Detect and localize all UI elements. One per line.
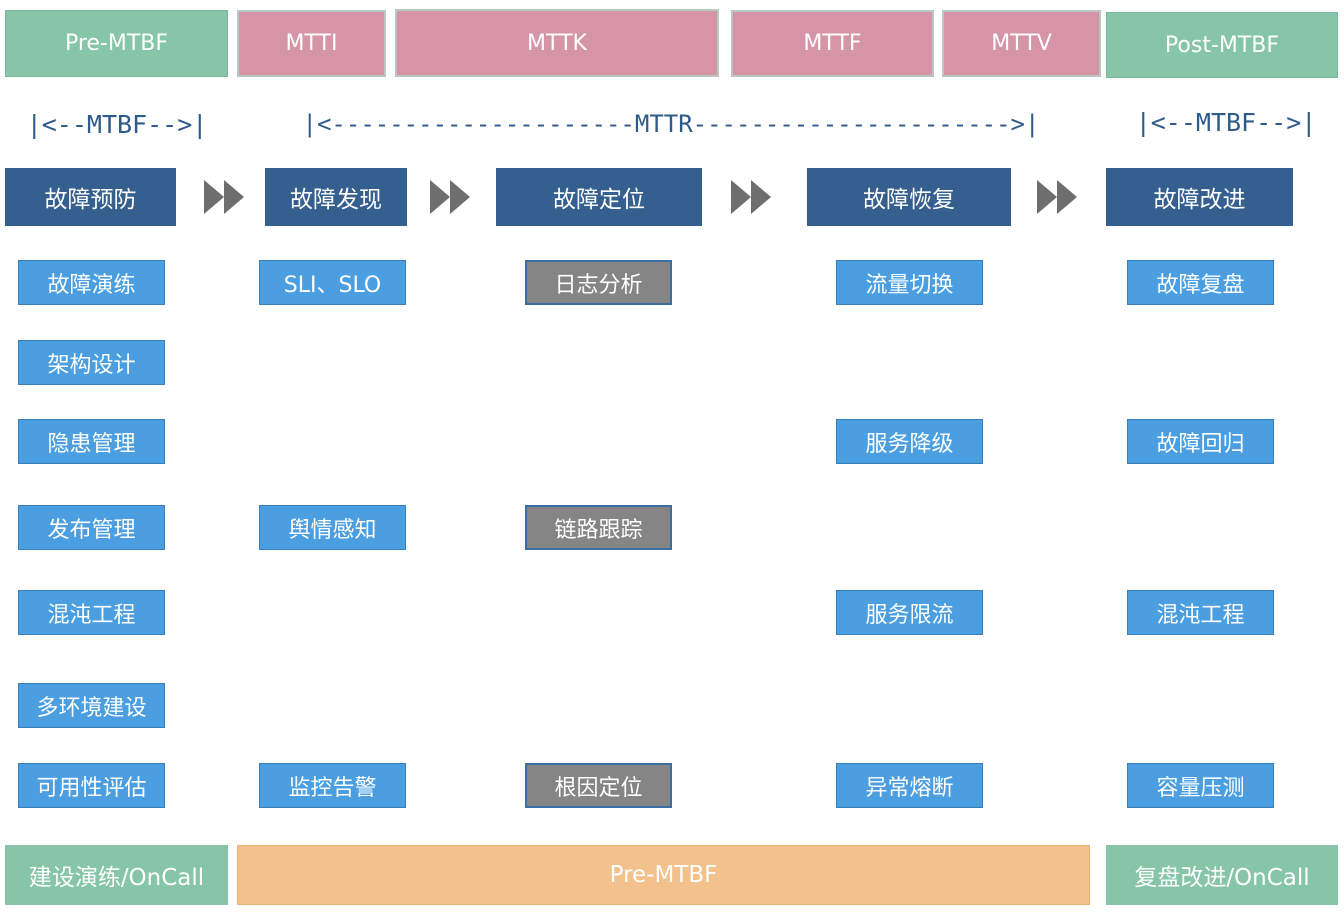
- stage-discovery: 故障发现: [265, 168, 407, 226]
- bottom-build-drill-oncall: 建设演练/OnCall: [5, 845, 228, 905]
- double-chevron-arrow-icon: [204, 180, 244, 214]
- phase-post-mtbf: Post-MTBF: [1106, 12, 1338, 78]
- item-root-cause: 根因定位: [525, 763, 672, 808]
- stage-location: 故障定位: [496, 168, 702, 226]
- item-sli-slo: SLI、SLO: [259, 260, 406, 305]
- item-chaos-engineering-post: 混沌工程: [1127, 590, 1274, 635]
- stage-prevention: 故障预防: [5, 168, 176, 226]
- range-pre-mtbf: |<--MTBF-->|: [26, 109, 208, 139]
- stage-recovery: 故障恢复: [807, 168, 1011, 226]
- item-traffic-switch: 流量切换: [836, 260, 983, 305]
- phase-mttk: MTTK: [395, 9, 719, 77]
- item-architecture-design: 架构设计: [18, 340, 165, 385]
- range-mttr: |<---------------------MTTR-------------…: [302, 110, 1040, 138]
- item-log-analysis: 日志分析: [525, 260, 672, 305]
- phase-pre-mtbf: Pre-MTBF: [5, 10, 228, 77]
- item-multi-env-construction: 多环境建设: [18, 683, 165, 728]
- phase-mttf: MTTF: [731, 10, 934, 77]
- double-chevron-arrow-icon: [1037, 180, 1077, 214]
- item-hazard-management: 隐患管理: [18, 419, 165, 464]
- item-service-degrade: 服务降级: [836, 419, 983, 464]
- item-fault-regression: 故障回归: [1127, 419, 1274, 464]
- item-release-management: 发布管理: [18, 505, 165, 550]
- item-circuit-breaker: 异常熔断: [836, 763, 983, 808]
- item-public-opinion: 舆情感知: [259, 505, 406, 550]
- stage-improvement: 故障改进: [1106, 168, 1293, 226]
- bottom-pre-mtbf: Pre-MTBF: [237, 845, 1090, 905]
- range-post-mtbf: |<--MTBF-->|: [1135, 107, 1317, 137]
- item-fault-drill: 故障演练: [18, 260, 165, 305]
- item-rate-limit: 服务限流: [836, 590, 983, 635]
- item-capacity-test: 容量压测: [1127, 763, 1274, 808]
- item-monitoring-alert: 监控告警: [259, 763, 406, 808]
- item-chaos-engineering: 混沌工程: [18, 590, 165, 635]
- phase-mttv: MTTV: [942, 10, 1101, 77]
- item-availability-assessment: 可用性评估: [18, 763, 165, 808]
- item-trace-tracking: 链路跟踪: [525, 505, 672, 550]
- item-postmortem: 故障复盘: [1127, 260, 1274, 305]
- double-chevron-arrow-icon: [430, 180, 470, 214]
- bottom-review-improve-oncall: 复盘改进/OnCall: [1106, 845, 1338, 905]
- double-chevron-arrow-icon: [731, 180, 771, 214]
- phase-mtti: MTTI: [237, 10, 386, 77]
